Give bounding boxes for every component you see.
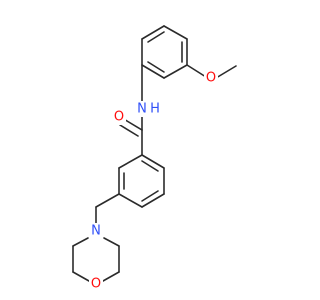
carbonyl-double-bond-inner [119,124,139,137]
ring-b-double-2 [141,190,159,202]
atom-label-layer: O N H O N O [89,70,218,292]
ring-b-bond-1 [141,154,165,169]
morpholine-bond-4 [72,271,90,282]
ring-b-double-1 [141,160,159,172]
carbonyl-oxygen-label: O [114,110,124,125]
morpholine-nitrogen-label: N [91,224,101,239]
ring-b-bond-3 [141,193,165,208]
ring-a-bond-2 [163,25,188,40]
morpholine-oxygen-label: O [91,277,101,292]
methoxy-oxygen-label: O [206,71,216,86]
morpholine-bond-6 [72,237,89,247]
methoxy-bond-2 [215,65,237,79]
amide-nitrogen-background [135,101,149,117]
carbonyl-oxygen-background [112,109,126,125]
ring-b-bond-6 [118,154,143,169]
ring-a-double-1 [147,31,165,43]
methoxy-oxygen-background [204,70,218,86]
ring-a-bond-1 [141,25,165,40]
amide-hydrogen-label: H [150,102,160,117]
bond-layer [72,25,237,282]
ring-b-to-methylene [95,193,120,208]
ring-a-double-3 [147,61,165,73]
amide-hydrogen-background [149,101,161,117]
molecule-structure-diagram: O N H O N O [72,25,237,292]
amide-nitrogen-label: N [137,102,147,117]
ring-a-bond-4 [163,64,188,79]
morpholine-bond-3 [102,271,120,282]
ring-b-bond-4 [118,193,143,208]
ring-a-bond-5 [141,64,165,79]
morpholine-bond-1 [103,237,120,247]
morpholine-oxygen-background [89,276,103,292]
morpholine-nitrogen-background [89,223,103,239]
methoxy-bond-1 [186,64,207,78]
